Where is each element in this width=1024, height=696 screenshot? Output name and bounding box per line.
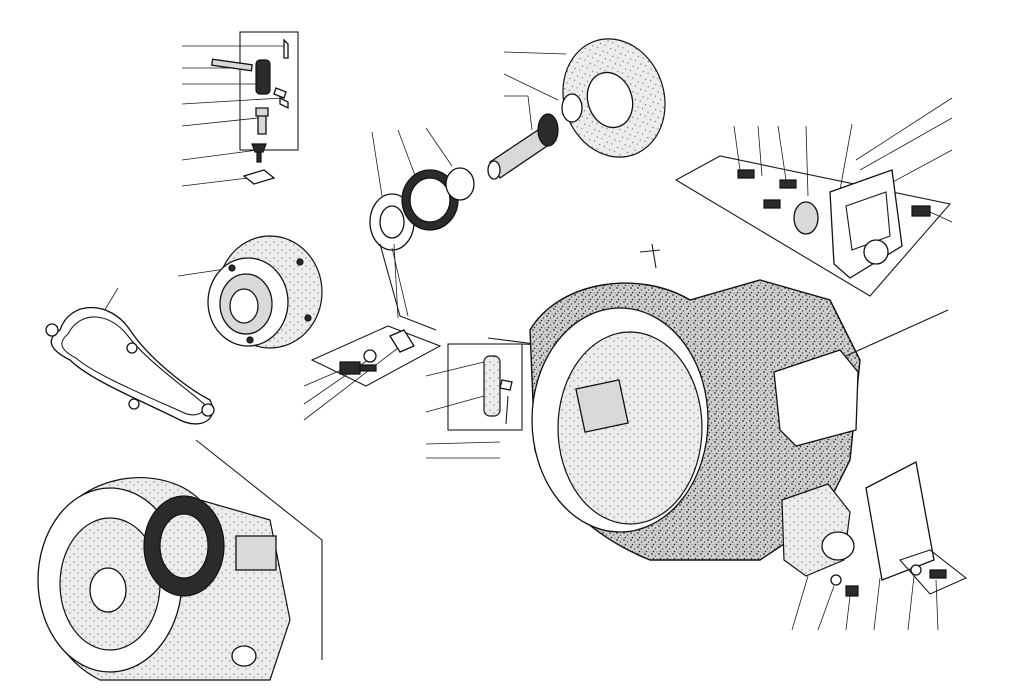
- cover-bushing: [793, 201, 819, 235]
- plug: [255, 107, 269, 135]
- cotter-pin: [283, 38, 289, 59]
- assembled-side-boss: [235, 535, 277, 571]
- assembled-output-cap: [231, 645, 257, 667]
- output-cap: [821, 531, 855, 561]
- pin-group-frame: [447, 343, 523, 431]
- lock-plate: [273, 87, 289, 110]
- side-boss: [773, 349, 859, 447]
- bracket-leaders: [303, 243, 409, 421]
- bolt: [251, 143, 267, 163]
- gasket: [45, 287, 215, 425]
- cover-leaders: [733, 97, 953, 223]
- lock-tab: [499, 379, 513, 391]
- cover-bolt-1: [737, 169, 755, 179]
- sleeve: [255, 59, 271, 95]
- cotter: [505, 395, 509, 425]
- assembled-view: [37, 439, 323, 681]
- assembled-leader: [195, 439, 323, 660]
- cover-plate-group: [674, 97, 953, 297]
- hex-bolt: [339, 361, 377, 375]
- seal-leaders: [371, 127, 453, 197]
- cover-bolt-2: [779, 179, 797, 189]
- pin-leaders: [425, 361, 501, 459]
- group-frame: [239, 31, 299, 151]
- washer-plate: [242, 169, 276, 185]
- bearing-cover: [177, 235, 323, 349]
- seal-ring-assembly: [369, 127, 475, 331]
- main-housing: [529, 243, 949, 561]
- output-bolt-frame: [899, 549, 968, 595]
- pin-sleeve: [483, 355, 501, 417]
- cover-bolt-4: [911, 205, 931, 217]
- leader-lines-small-parts: [181, 45, 286, 187]
- output-flange: [781, 483, 851, 577]
- bracket-frame: [310, 325, 442, 387]
- output-flange-group: [781, 461, 968, 631]
- bolt-bracket-group: [303, 243, 442, 421]
- housing-pointer: [639, 243, 661, 269]
- cover-group-frame: [674, 155, 952, 297]
- small-parts-group: [181, 31, 299, 187]
- cover-bolt-3: [763, 199, 781, 209]
- input-shaft-flange: [487, 38, 666, 180]
- tab-washer: [389, 329, 415, 353]
- shaft-leaders: [503, 51, 567, 131]
- inner-port: [575, 379, 629, 433]
- ring-leader: [379, 243, 437, 331]
- output-leaders: [791, 575, 939, 631]
- dowel-pin: [211, 58, 253, 72]
- housing-leader: [845, 309, 949, 357]
- output-gasket: [865, 461, 935, 581]
